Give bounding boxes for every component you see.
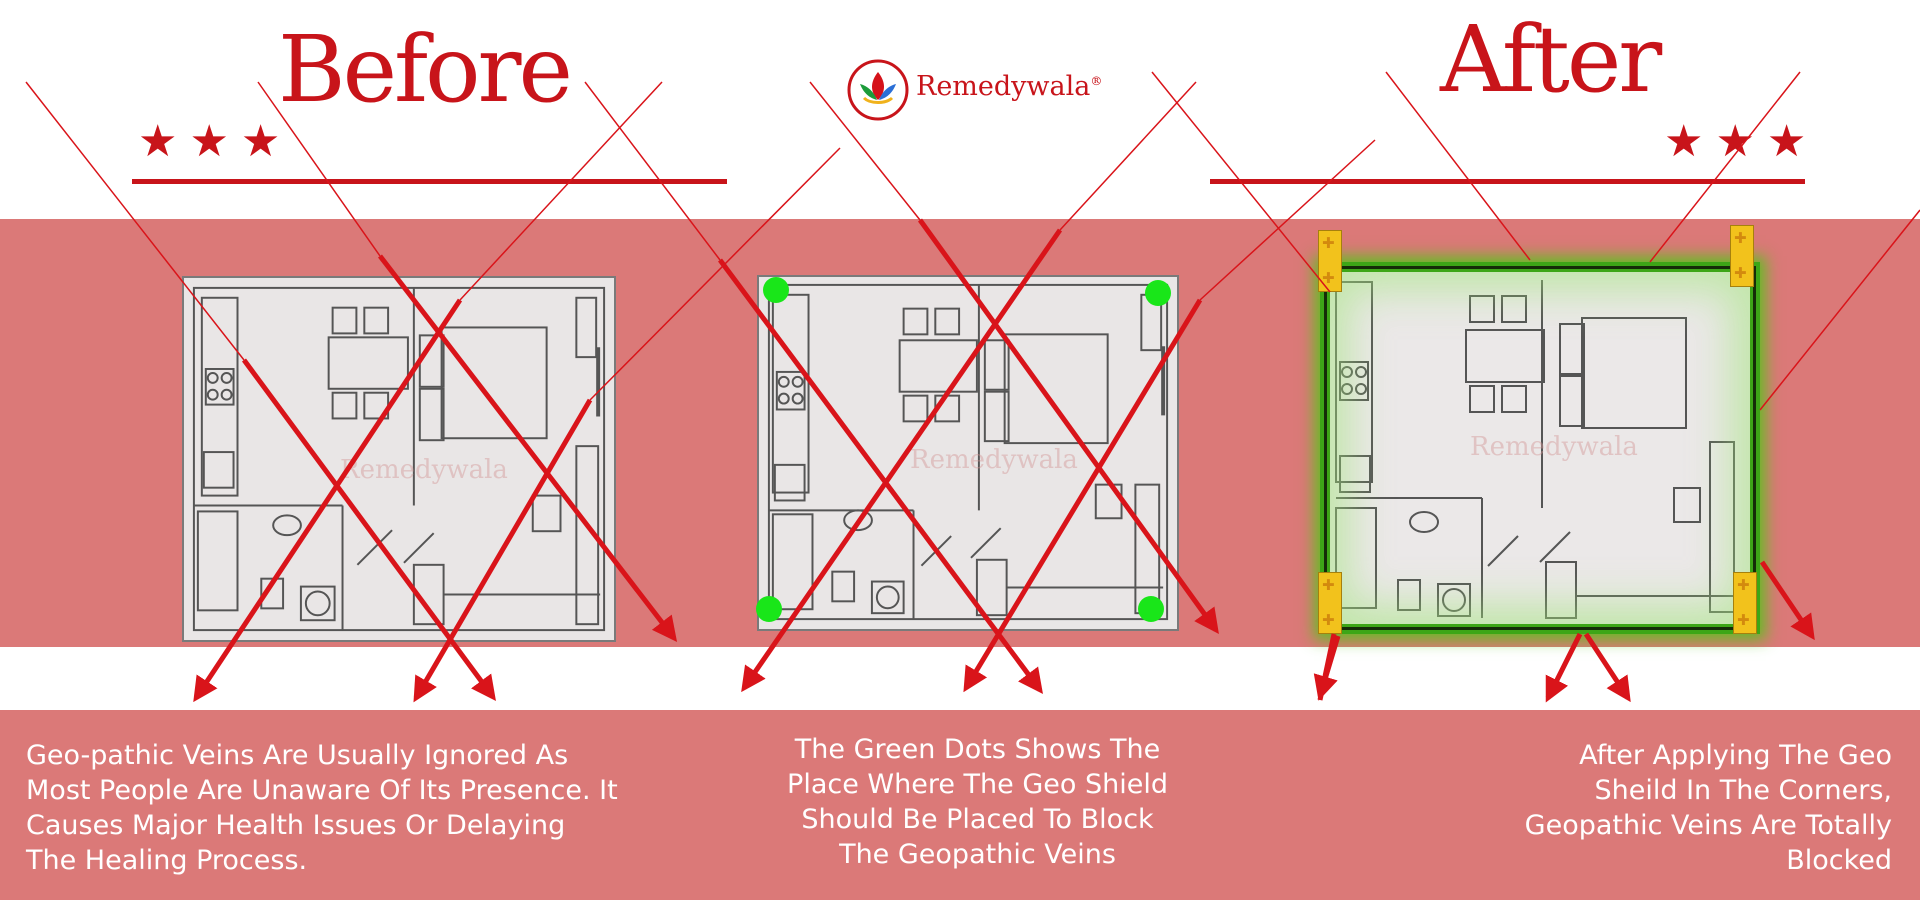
floor-plan-after — [1320, 262, 1760, 634]
floor-plan-drawing — [1335, 280, 1740, 619]
geo-shield-icon — [1733, 572, 1757, 634]
green-dot-icon — [763, 277, 789, 303]
geo-shield-icon — [1318, 572, 1342, 634]
geo-shield-glow-frame — [1320, 262, 1760, 634]
registered-mark: ® — [1090, 74, 1103, 88]
green-dot-icon — [1138, 596, 1164, 622]
watermark-middle: Remedywala — [910, 445, 1078, 475]
brand-logo: Remedywala® — [846, 58, 1102, 122]
pink-band-bottom — [0, 710, 1920, 900]
heading-after: After — [1440, 6, 1662, 113]
geo-shield-icon — [1318, 230, 1342, 292]
stars-left-icon: ★★★ — [138, 116, 293, 167]
green-dot-icon — [1145, 280, 1171, 306]
geo-shield-icon — [1730, 225, 1754, 287]
divider-left — [132, 179, 727, 184]
green-dot-icon — [756, 596, 782, 622]
caption-before: Geo-pathic Veins Are Usually Ignored As … — [26, 740, 618, 876]
vein-line — [1059, 81, 1197, 231]
caption-after: After Applying The Geo Sheild In The Cor… — [1524, 740, 1892, 876]
caption-middle: The Green Dots Shows The Place Where The… — [787, 734, 1168, 870]
lotus-logo-icon — [847, 59, 909, 121]
brand-name: Remedywala — [916, 71, 1091, 102]
stars-right-icon: ★★★ — [1664, 116, 1819, 167]
heading-before: Before — [278, 16, 573, 123]
watermark-before: Remedywala — [340, 455, 508, 485]
divider-right — [1210, 179, 1805, 184]
watermark-after: Remedywala — [1470, 432, 1638, 462]
